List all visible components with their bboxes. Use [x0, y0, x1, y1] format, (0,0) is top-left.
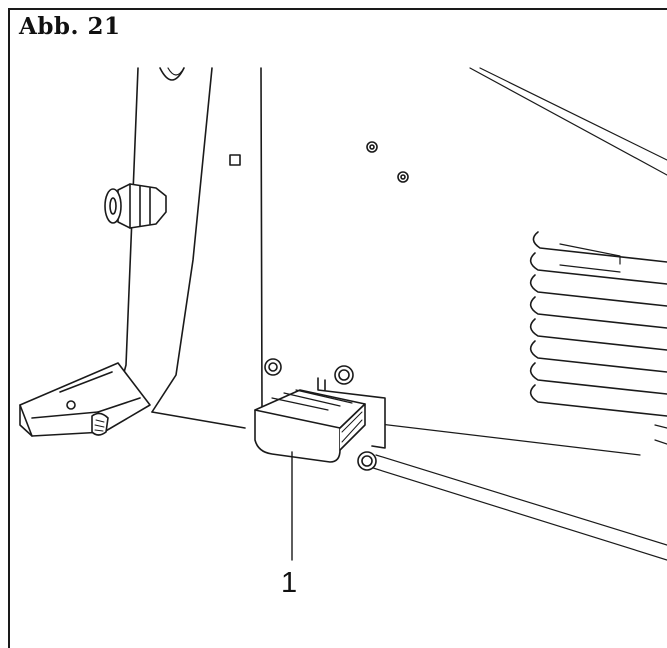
- vent-louvres-icon: [529, 231, 667, 445]
- foot-pad-icon: [254, 377, 386, 463]
- square-hole-icon: [229, 154, 241, 166]
- housing-lines: [369, 67, 667, 561]
- cable-gland-icon: [104, 183, 167, 229]
- figure-frame: [8, 8, 667, 648]
- screw-icons: [264, 141, 409, 471]
- callout-label-1: 1: [281, 567, 298, 599]
- left-foot-icon: [19, 362, 151, 437]
- figure-title: Abb. 21: [19, 13, 121, 40]
- technical-drawing: [19, 67, 667, 561]
